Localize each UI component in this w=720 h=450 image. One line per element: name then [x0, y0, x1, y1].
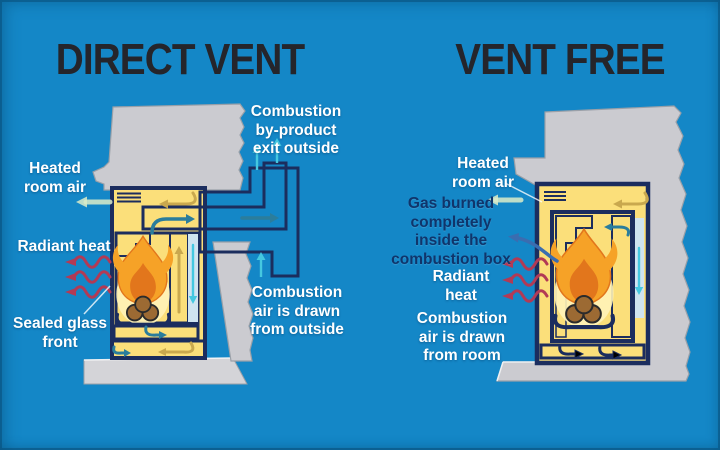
warm-air-band [544, 191, 649, 209]
label-radiant-heat-right: Radiant heat [432, 268, 490, 304]
combustion-box [551, 210, 644, 343]
direct-vent-title: DIRECT VENT [55, 35, 305, 84]
label-gas-burned: Gas burned completely inside the combust… [391, 195, 511, 268]
label-combustion-air-right: Combustion air is drawn from room [416, 310, 508, 365]
label-combustion-air-left: Combustion air is drawn from outside [250, 284, 344, 339]
exhaust-duct [141, 161, 288, 231]
sealed-glass-leader [83, 285, 111, 315]
direct-vent-diagram [63, 103, 300, 385]
hearth-floor [83, 357, 248, 385]
label-combustion-byproduct: Combustion by-product exit outside [250, 103, 342, 158]
intake-duct [198, 166, 300, 278]
airflow-arrows [487, 194, 559, 263]
airflow-arrows [76, 136, 283, 279]
vent-free-diagram [487, 105, 691, 382]
bottom-air-channel [539, 343, 646, 360]
vent-free-title: VENT FREE [455, 35, 665, 84]
bottom-air-channels [112, 324, 205, 357]
firebox [111, 231, 200, 328]
heated-air-leader [504, 182, 543, 203]
label-sealed-glass: Sealed glass front [13, 315, 107, 351]
wall-strip [212, 241, 254, 362]
warm-air-band [117, 191, 197, 209]
label-heated-room-air-left: Heated room air [23, 160, 86, 196]
wall-mantel [92, 103, 246, 191]
radiant-heat-arrows [63, 255, 112, 299]
label-radiant-heat-left: Radiant heat [17, 238, 111, 255]
label-heated-room-air-right: Heated room air [451, 155, 514, 191]
